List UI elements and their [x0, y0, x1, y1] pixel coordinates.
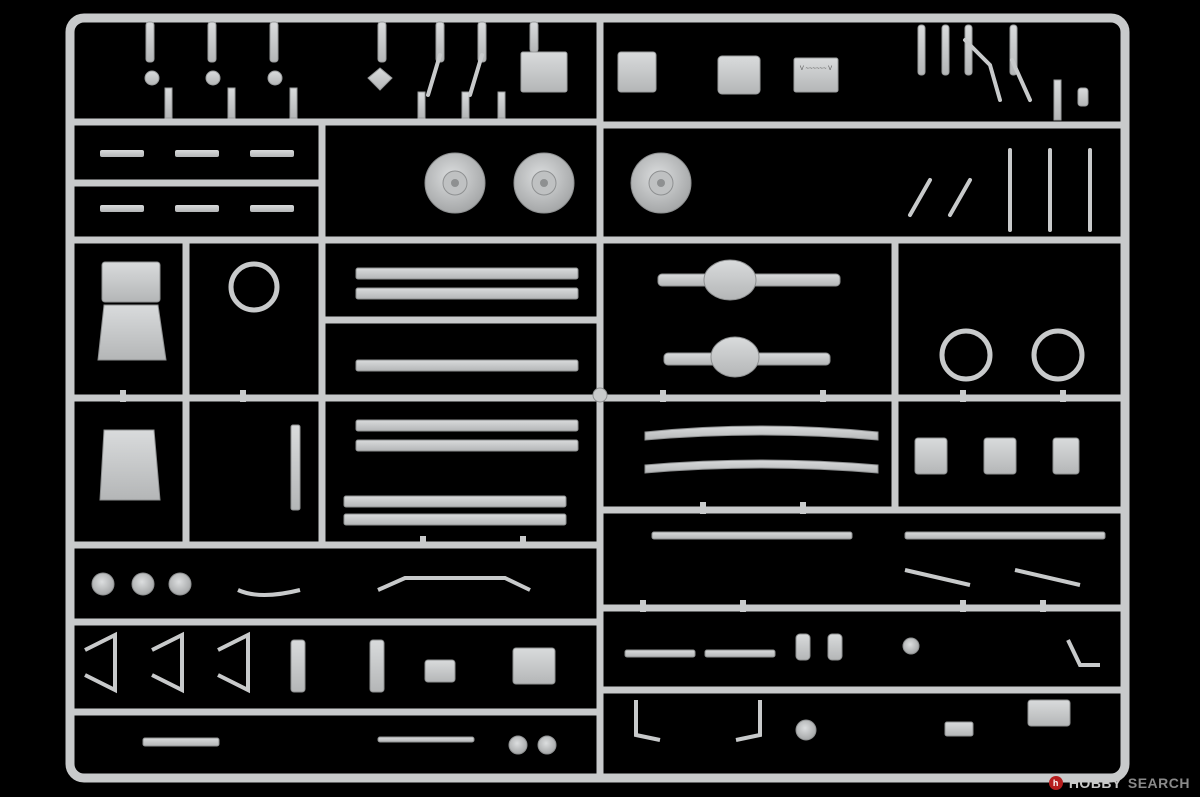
wheel-hubs: [424, 152, 692, 214]
small-bars-left: [100, 150, 294, 212]
square-plates: [914, 437, 1080, 475]
wheel-hub-3: [630, 152, 692, 214]
grille-part: [97, 261, 167, 501]
lower-misc-parts: [142, 633, 1071, 747]
plate-a-label: V ~~~~~~ V: [800, 66, 832, 72]
top-row-parts: [144, 21, 1089, 121]
gate-stubs: [120, 390, 1066, 612]
watermark-suffix: SEARCH: [1127, 775, 1190, 791]
wheel-hub-2: [513, 152, 575, 214]
lower-knobs: [91, 572, 920, 755]
rings-right: [939, 328, 1085, 382]
wheel-hub-1: [424, 152, 486, 214]
rings-left: [228, 261, 280, 313]
watermark: h HOBBY SEARCH: [1048, 775, 1190, 791]
brackets: [84, 568, 1100, 742]
hobby-search-logo-icon: h: [1048, 776, 1063, 790]
leaf-springs: [644, 425, 1106, 540]
runners: [68, 16, 1127, 780]
axles: [657, 259, 841, 378]
watermark-brand: HOBBY: [1068, 775, 1122, 791]
linkage-rods: [426, 38, 1092, 232]
chassis-rails: [343, 267, 579, 526]
center-gate: [592, 387, 608, 403]
vertical-bars: [290, 424, 385, 693]
